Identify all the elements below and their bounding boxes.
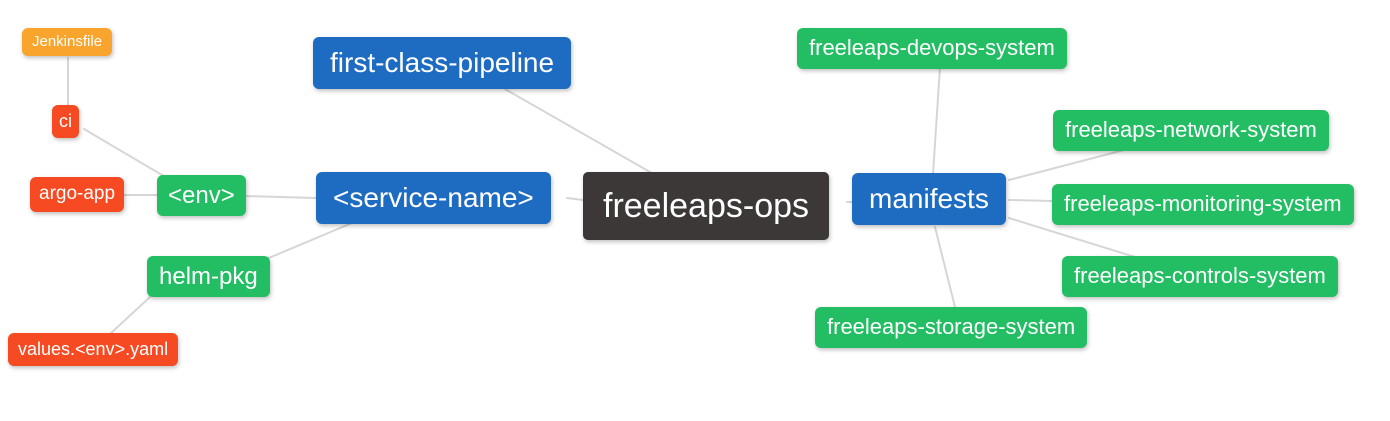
edge-manifests-monitoring	[1008, 199, 1053, 202]
node-helm-pkg[interactable]: helm-pkg	[147, 256, 270, 298]
edge-servicename-root	[566, 197, 584, 201]
edge-env-servicename	[242, 195, 317, 199]
node-freeleaps-network-system[interactable]: freeleaps-network-system	[1053, 110, 1329, 151]
node-freeleaps-ops-root[interactable]: freeleaps-ops	[583, 172, 830, 241]
edge-manifests-network	[1008, 149, 1125, 181]
edge-helmpkg-servicename	[263, 222, 353, 261]
edge-manifests-storage	[934, 226, 956, 308]
node-first-class-pipeline[interactable]: first-class-pipeline	[313, 37, 572, 90]
node-ci[interactable]: ci	[52, 105, 79, 139]
edge-pipeline-root	[504, 88, 651, 173]
node-manifests[interactable]: manifests	[852, 173, 1006, 226]
node-jenkinsfile[interactable]: Jenkinsfile	[22, 28, 113, 56]
node-service-name[interactable]: <service-name>	[316, 172, 551, 225]
node-env[interactable]: <env>	[157, 175, 246, 217]
edge-values-helmpkg	[109, 296, 151, 335]
node-argo-app[interactable]: argo-app	[30, 177, 125, 212]
node-freeleaps-devops-system[interactable]: freeleaps-devops-system	[797, 28, 1067, 69]
edge-manifests-controls	[1008, 217, 1136, 258]
node-freeleaps-storage-system[interactable]: freeleaps-storage-system	[815, 307, 1088, 348]
node-freeleaps-monitoring-system[interactable]: freeleaps-monitoring-system	[1052, 184, 1354, 225]
node-freeleaps-controls-system[interactable]: freeleaps-controls-system	[1062, 256, 1338, 297]
node-values-env-yaml[interactable]: values.<env>.yaml	[8, 333, 179, 367]
edge-ci-env	[83, 128, 168, 179]
edge-manifests-devops	[932, 66, 941, 175]
